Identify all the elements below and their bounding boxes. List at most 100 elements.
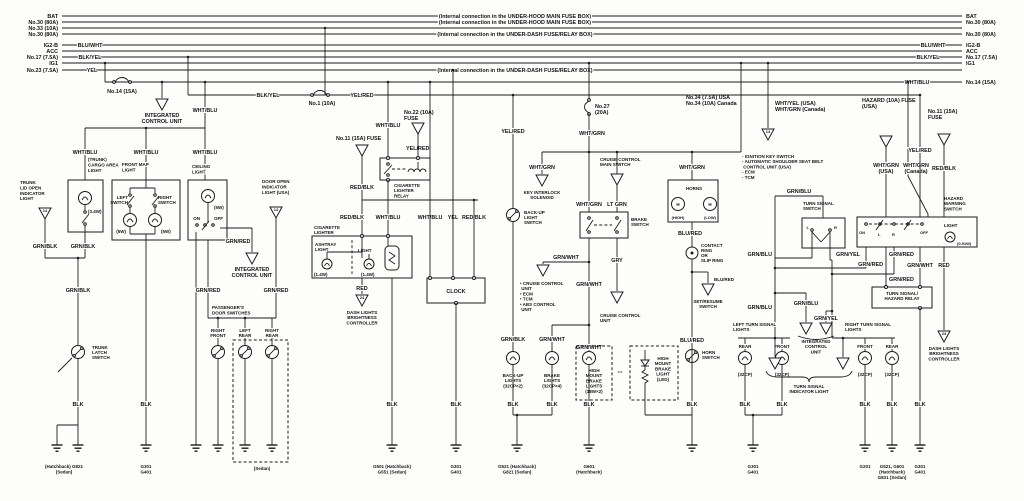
wire-color-label: GRY [611, 258, 623, 264]
bus-label: No.30 (80A) [28, 20, 58, 26]
connector-number: 24 [360, 295, 365, 300]
wire-color-label: BLK [507, 402, 518, 408]
wire-color-label: WHT/BLU [73, 150, 98, 156]
wire-color-label: GRN/BLK [501, 337, 526, 343]
wattage-label: (5W) [116, 229, 126, 234]
wire-color-label: GRN/WHT [576, 282, 602, 288]
fuse-label: HAZARD (10A) FUSE(USA) [862, 98, 916, 110]
wire-color-label: GRN/WHT [539, 337, 565, 343]
wire-color-label: WHT/BLU [134, 150, 159, 156]
wire-color-label: RED [938, 263, 949, 269]
wire-color-label: WHT/GRN(USA) [873, 163, 899, 175]
horn-label: (HIGH) [672, 215, 685, 220]
ground-label: G201 [859, 464, 871, 469]
equivalence-arrows-icon: ⇔ [616, 367, 624, 376]
wire-color-label: YEL [87, 68, 98, 74]
bus-label: IG2-B [966, 43, 980, 49]
switch-position-label: OFF [920, 230, 929, 235]
wire-color-label: LT GRN [607, 202, 627, 208]
switch-position-label: L [878, 232, 881, 237]
bus-labels-right: BAT No.30 (80A) No.30 (80A) IG2-B ACC No… [904, 14, 998, 87]
wire-color-label: BLK [450, 402, 461, 408]
wire-color-label: BLK [386, 402, 397, 408]
bus-label: ACC [966, 49, 978, 55]
wire-color-label: BLK [546, 402, 557, 408]
wire-color-label: WHT/BLU [193, 108, 218, 114]
bus-label: ACC [46, 49, 58, 55]
bus-label: No.30 (80A) [966, 20, 996, 26]
wire-color-label: GRN/YEL [836, 252, 861, 258]
wire-color-label: BLK [72, 402, 83, 408]
ground-label: G501 (Hatchback)G551 (Sedan) [373, 464, 412, 474]
switch-position-label: ON [859, 230, 865, 235]
component-label: LIGHT [358, 248, 372, 253]
wire-color-label: GRN/BLU [747, 252, 772, 258]
wire-color-label: BLU/WHT [921, 43, 947, 49]
horns: WHT/GRN HORNS H H (HIGH) (LOW) [667, 150, 719, 223]
wire-color-label: YEL/RED [350, 93, 373, 99]
wire-color-label: WHT/GRN [579, 131, 605, 137]
wire-color-label: BLU/WHT [78, 43, 104, 49]
ground-label: G521, G601(Hatchback)G821 (Sedan) [878, 464, 907, 480]
bus-label: IG1 [966, 61, 975, 67]
wire-color-label: RED/BLK [350, 185, 374, 191]
bus-label: IG2-B [44, 43, 58, 49]
fuse-label: No.1 (10A) [309, 101, 336, 107]
bus-label: No.30 (80A) [28, 32, 58, 38]
wire-color-label: GRN/RED [858, 262, 883, 268]
turn-signal-hazard-relay: TURN SIGNAL/HAZARD RELAY [871, 285, 933, 310]
wattage-label: (3.4W) [88, 209, 102, 214]
wire-color-label: GRN/BLU [747, 305, 772, 311]
horn-label: (LOW) [704, 215, 717, 220]
power-bus-lines [62, 15, 962, 96]
right-cluster: WHT/YEL (USA)WHT/GRN (Canada) 14 - IGNIT… [732, 61, 978, 445]
bus-label: No.23 (7.5A) [27, 68, 58, 74]
wire-color-label: WHT/GRN [529, 165, 555, 171]
lamp-label: LIGHT [944, 223, 958, 228]
clock: CLOCK [426, 68, 486, 305]
wire-color-label: BLK [776, 402, 787, 408]
wire-color-label: GRN/BLU [787, 189, 812, 195]
wire-color-label: GRN/RED [889, 252, 914, 258]
switch-position-label: R [834, 225, 837, 230]
bus-label: No.17 (7.5A) [966, 55, 997, 61]
note-underdash: (Internal connection in the UNDER-DASH F… [437, 68, 592, 74]
wattage-label: (0.91W) [957, 241, 972, 246]
wire-color-label: WHT/BLU [193, 150, 218, 156]
wire-color-label: WHT/YEL (USA)WHT/GRN (Canada) [775, 101, 826, 113]
bus-label: IG1 [49, 61, 58, 67]
